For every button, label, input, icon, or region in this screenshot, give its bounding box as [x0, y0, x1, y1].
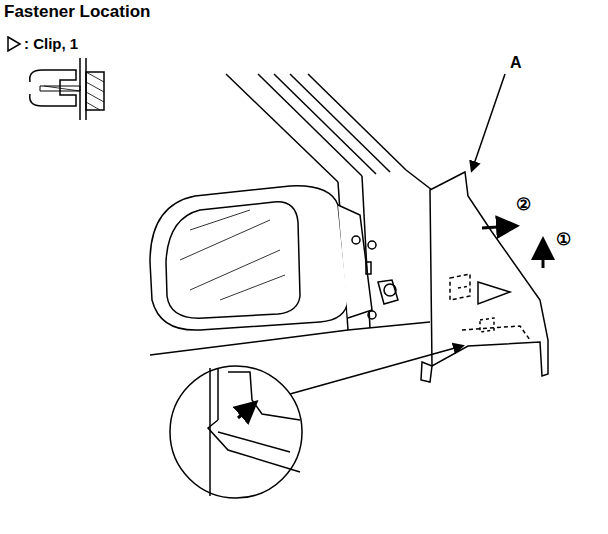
- callout-number: ②: [516, 194, 531, 215]
- trim-panel: [421, 172, 548, 382]
- clip-symbol: [478, 282, 510, 304]
- door-line: [150, 322, 430, 355]
- callout-number: ①: [556, 229, 571, 250]
- door-mirror: [150, 186, 398, 330]
- clip-symbol: [8, 37, 20, 51]
- heading: Fastener Location: [4, 2, 150, 22]
- part-label: A: [510, 54, 522, 72]
- leader-line: [472, 74, 505, 170]
- legend-text: : Clip, 1: [24, 35, 78, 52]
- clip-inset: [30, 58, 104, 120]
- direction-arrow: [542, 242, 545, 268]
- detail-circle: [170, 346, 462, 498]
- direction-arrow: [482, 226, 514, 228]
